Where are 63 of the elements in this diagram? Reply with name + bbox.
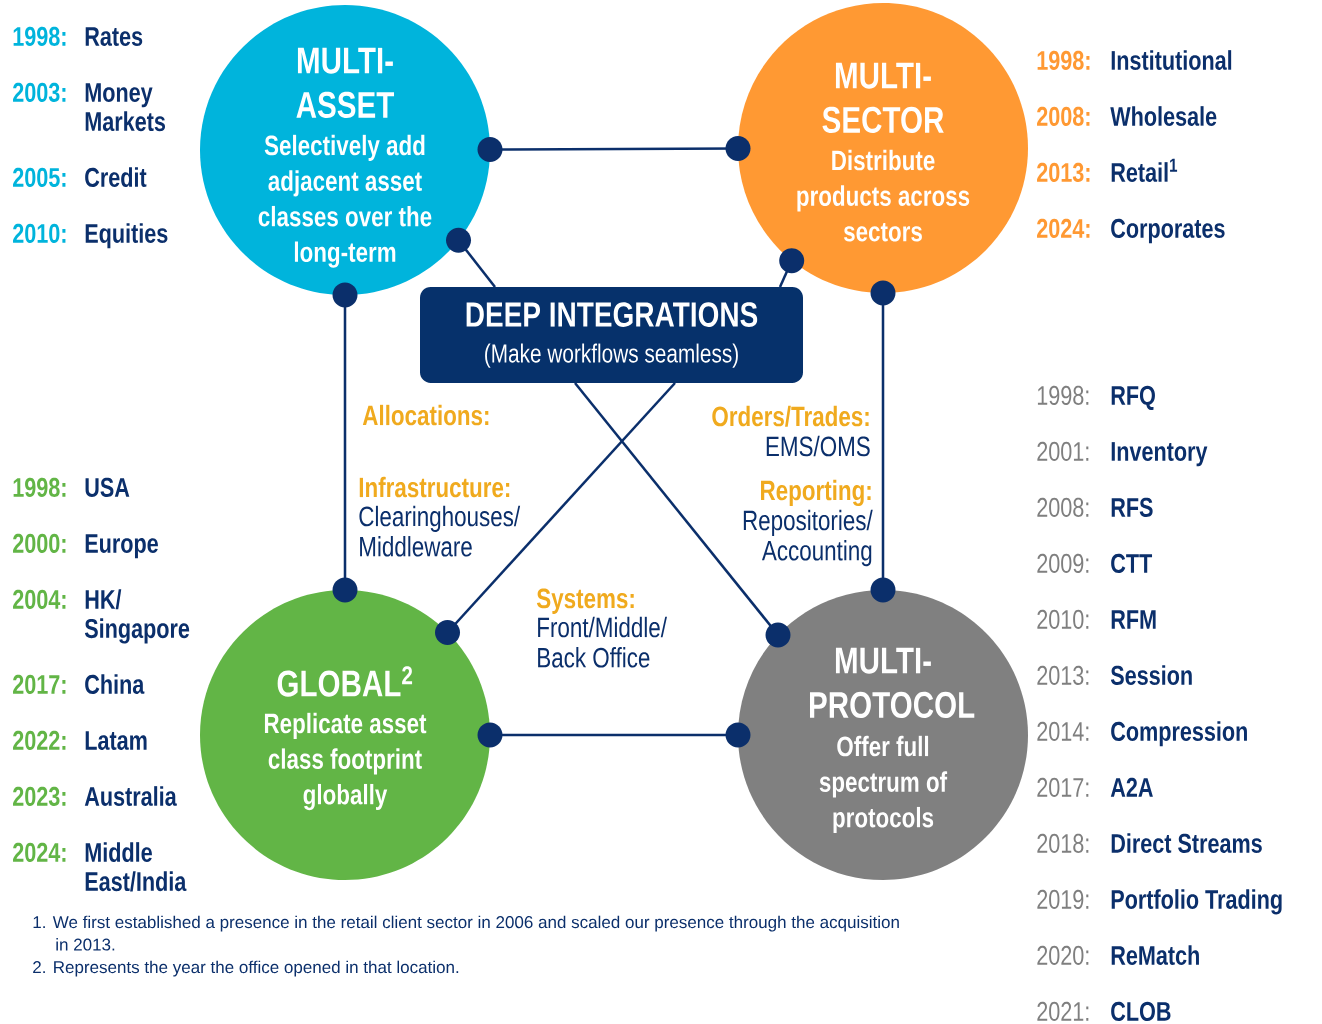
item-label: Inventory [1111,442,1208,467]
item-label: USA [85,477,130,497]
integration-box: DEEP INTEGRATIONS (Make workflows seamless) [420,287,803,383]
year-label: 2022: [13,730,66,750]
year-label: 2020: [1037,945,1089,965]
year-label: 2000: [13,533,66,553]
category-heading: Reporting: [761,479,871,507]
item-label: RFQ [1111,385,1155,410]
year-label: 2001: [1037,441,1089,461]
category-detail: EMS/OMS [766,435,870,457]
connector [574,382,791,648]
item-label: Corporates [1111,218,1225,244]
connector [435,382,676,645]
year-label: 1998: [1037,385,1089,405]
year-label: 2003: [13,82,66,102]
item-label: CTT [1111,553,1153,573]
connector [477,136,751,162]
item-label: Compression [1111,721,1247,747]
item-label: Credit [85,167,147,187]
connector [870,280,896,603]
connector [446,227,496,288]
item-label: Session [1110,665,1192,685]
item-label: Wholesale [1110,106,1217,126]
category-heading: Allocations: [362,404,489,426]
year-label: 2019: [1037,889,1089,909]
item-label: Equities [85,223,168,249]
category-heading: Systems: [536,588,634,614]
item-label: ReMatch [1111,945,1199,965]
year-label: 2009: [1037,553,1089,573]
category-detail: Repositories/ Accounting [743,509,873,567]
category-detail: Front/Middle/ Back Office [538,616,667,668]
year-label: 2008: [1037,497,1089,517]
connector [477,722,751,748]
item-label: Direct Streams [1111,833,1262,853]
item-label: Retail$^{1}$ [1111,158,1178,182]
year-label: 2024: [13,842,66,862]
year-label: 2021: [1037,1001,1089,1021]
item-label: CLOB [1111,1001,1171,1021]
item-label: Institutional [1111,50,1232,70]
year-label: 2010: [13,223,66,243]
item-label: Europe [85,534,158,559]
connector [332,282,358,603]
category-heading: Orders/Trades: [712,405,869,427]
item-label: Money Markets [85,83,165,132]
item-label: Rates [85,27,143,46]
category-detail: Clearinghouses/ Middleware [359,505,521,557]
year-label: 2023: [13,786,66,806]
year-label: 2005: [13,167,66,187]
year-label: 1998: [13,477,66,497]
footnote: 2. Represents the year the office opened in that location. [33,960,459,977]
year-label: 1998: [13,26,66,46]
item-label: Latam [85,731,147,750]
item-label: China [85,674,145,694]
item-label: Middle East/India [85,842,187,892]
item-label: Portfolio Trading [1111,889,1282,915]
year-label: 2017: [13,674,66,694]
footnote: 1. We first established a presence in the retail client sector in 2006 and scaled our presence through the acquisition in 2013. [33,915,899,951]
year-label: 2004: [13,589,66,609]
connector [778,248,805,288]
item-label: A2A [1110,777,1153,797]
category-heading: Infrastructure: [359,476,510,498]
item-label: RFM [1111,610,1156,629]
item-label: RFS [1111,497,1153,517]
